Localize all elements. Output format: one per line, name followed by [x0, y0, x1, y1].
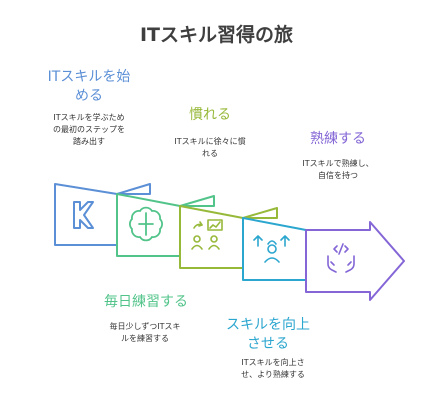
stage-5-arrow-panel — [305, 221, 405, 301]
stage-2-title: 毎日練習する — [104, 294, 188, 310]
presentation-adapt-icon — [191, 219, 223, 250]
stage-5-description: ITスキルで熟練し、自信を持つ — [302, 159, 374, 180]
stage-2-description: 毎日少しずつITスキルを練習する — [109, 322, 181, 343]
stage-1-title: ITスキルを始める — [47, 69, 131, 104]
stage-5-title: 熟練する — [310, 131, 366, 147]
stage-1-description: ITスキルを学ぶための最初のステップを踏み出す — [53, 113, 125, 146]
skill-up-person-icon — [253, 235, 290, 263]
stage-3-title: 慣れる — [189, 107, 231, 123]
stage-4-description: ITスキルを向上させ、より熟練する — [241, 358, 305, 379]
stage-3-description: ITスキルに徐々に慣れる — [174, 137, 246, 158]
page-title: ITスキル習得の旅 — [139, 24, 294, 46]
stage-1-panel — [54, 183, 151, 246]
stage-4-panel — [242, 217, 307, 281]
stage-4-title: スキルを向上させる — [226, 317, 310, 352]
brain-icon — [129, 206, 163, 242]
code-hands-icon — [327, 243, 355, 273]
beginner-k-icon — [73, 201, 94, 229]
